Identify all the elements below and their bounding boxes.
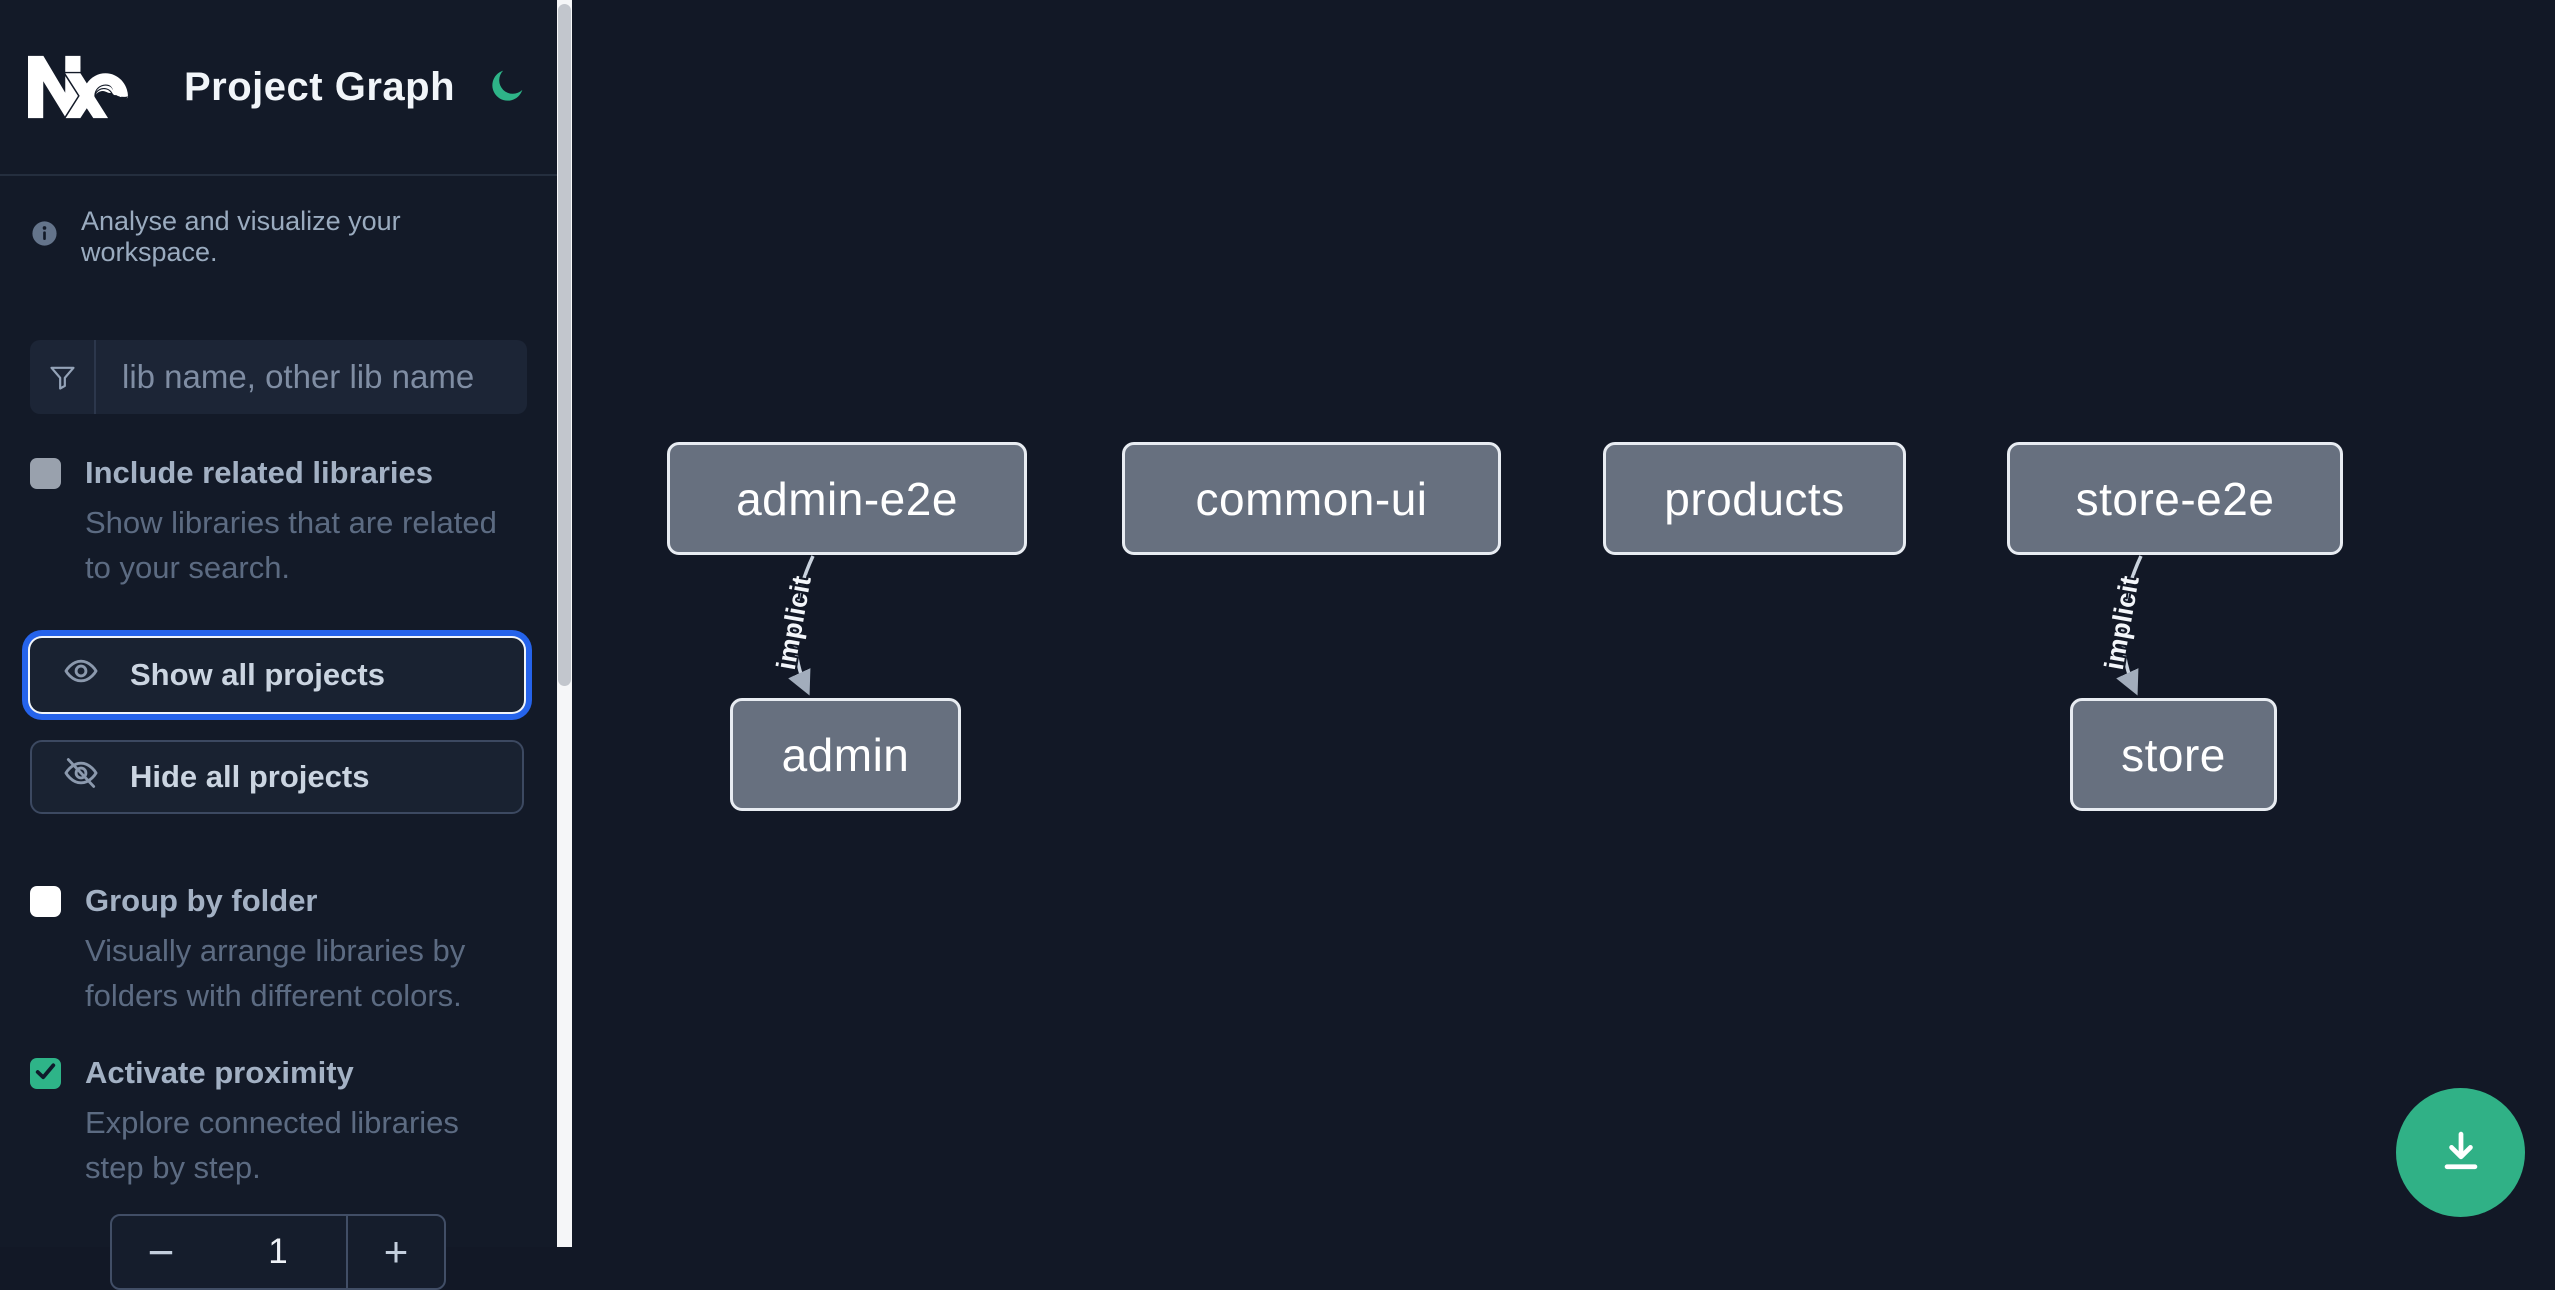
sidebar: Project Graph Analyse and visualize your… [0, 0, 573, 1290]
toggle-text: Group by folder Visually arrange librari… [85, 882, 515, 1018]
graph-node-store-e2e[interactable]: store-e2e [2007, 442, 2343, 555]
toggle-description: Visually arrange libraries by folders wi… [85, 933, 466, 1013]
toggle-label: Include related libraries [85, 455, 434, 490]
graph-node-admin[interactable]: admin [730, 698, 961, 811]
toggle-text: Include related libraries Show libraries… [85, 454, 515, 590]
stepper-increment-button[interactable]: + [348, 1216, 444, 1288]
edge-admin-e2e-to-admin [788, 555, 815, 696]
hide-all-projects-label: Hide all projects [130, 759, 370, 794]
show-all-projects-label: Show all projects [130, 657, 385, 692]
info-icon [30, 219, 59, 255]
sidebar-header: Project Graph [0, 0, 557, 176]
toggle-group-by-folder[interactable]: Group by folder Visually arrange librari… [30, 882, 527, 1018]
download-icon [2434, 1124, 2488, 1181]
search-input[interactable] [96, 340, 573, 414]
nx-logo-icon [28, 37, 128, 137]
eye-off-icon [62, 754, 100, 800]
toggle-label: Activate proximity [85, 1055, 354, 1090]
tagline-text: Analyse and visualize your workspace. [81, 206, 401, 267]
search-box [30, 340, 573, 414]
edge-label-store-e2e-to-store: implicit [2099, 574, 2145, 672]
sidebar-body: Analyse and visualize your workspace. In… [0, 176, 573, 1290]
checkbox-group-by-folder[interactable] [30, 886, 61, 917]
graph-node-products[interactable]: products [1603, 442, 1906, 555]
stepper-value: 1 [210, 1216, 348, 1288]
toggle-description: Explore connected libraries step by step… [85, 1105, 459, 1185]
graph-canvas[interactable]: implicit implicit admin-e2e common-ui produ… [572, 0, 2555, 1247]
toggle-description: Show libraries that are related to your … [85, 505, 497, 585]
edge-store-e2e-to-store [2116, 555, 2143, 696]
eye-icon [62, 652, 100, 698]
check-icon [33, 1059, 58, 1089]
toggle-activate-proximity[interactable]: Activate proximity Explore connected lib… [30, 1054, 527, 1190]
proximity-depth-stepper: − 1 + [110, 1214, 446, 1290]
graph-node-store[interactable]: store [2070, 698, 2277, 811]
theme-toggle-button[interactable] [485, 65, 529, 109]
toggle-label: Group by folder [85, 883, 318, 918]
stepper-decrement-button[interactable]: − [112, 1216, 210, 1288]
toggle-include-related-libraries[interactable]: Include related libraries Show libraries… [30, 454, 527, 590]
tagline-row: Analyse and visualize your workspace. [30, 206, 527, 268]
sidebar-scrollbar[interactable] [557, 0, 572, 1247]
page-title: Project Graph [184, 64, 456, 109]
moon-icon [487, 66, 527, 109]
hide-all-projects-button[interactable]: Hide all projects [30, 740, 524, 814]
edge-layer: implicit implicit [769, 555, 2147, 696]
checkbox-include-related-libraries[interactable] [30, 458, 61, 489]
toggle-text: Activate proximity Explore connected lib… [85, 1054, 515, 1190]
checkbox-activate-proximity[interactable] [30, 1058, 61, 1089]
edge-label-admin-e2e-to-admin: implicit [771, 574, 817, 672]
show-all-projects-button[interactable]: Show all projects [30, 638, 524, 712]
graph-node-common-ui[interactable]: common-ui [1122, 442, 1501, 555]
graph-node-admin-e2e[interactable]: admin-e2e [667, 442, 1027, 555]
download-button[interactable] [2396, 1088, 2525, 1217]
scrollbar-thumb[interactable] [558, 4, 571, 686]
filter-icon [30, 340, 96, 414]
